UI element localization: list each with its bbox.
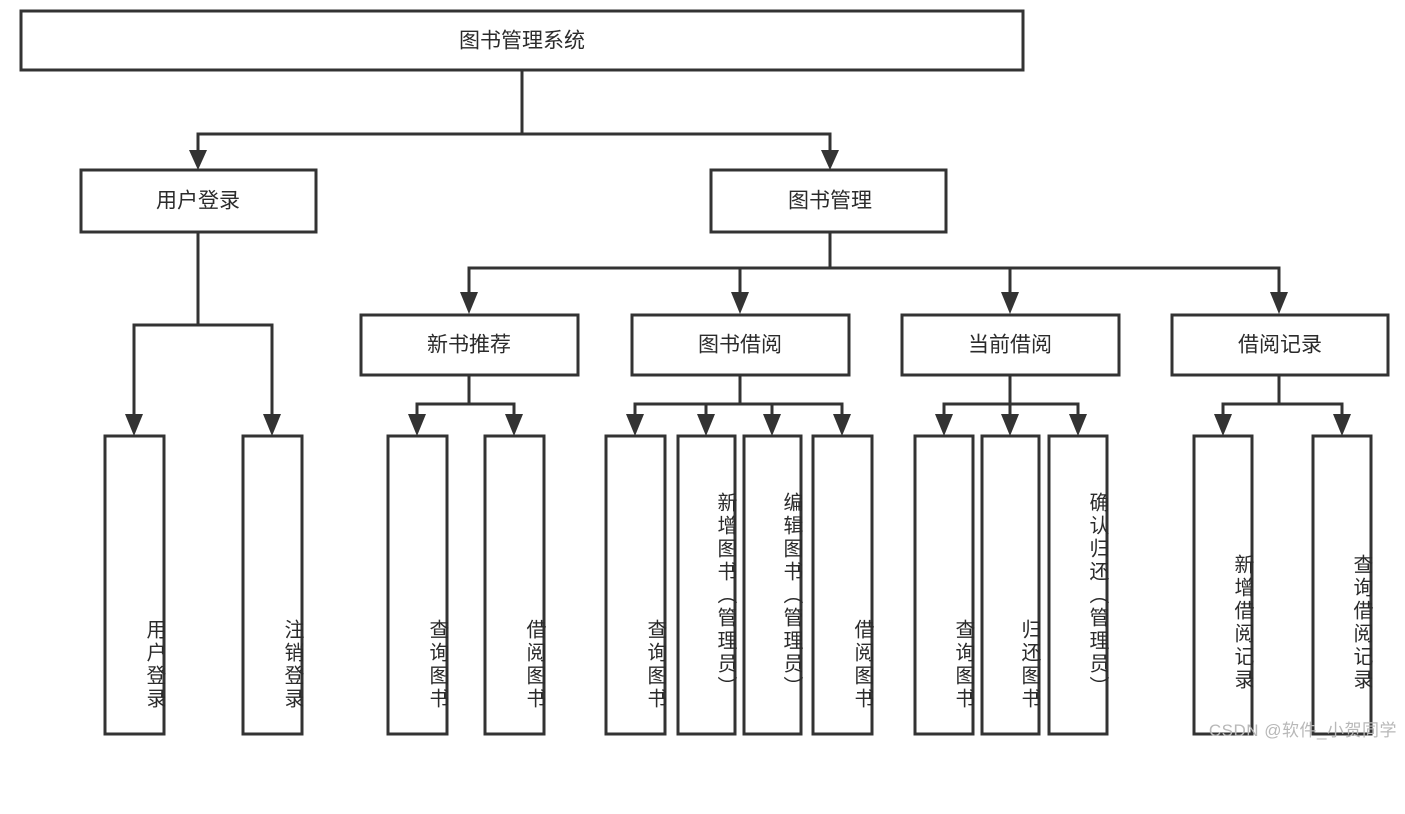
arrow-leaf-user-login [125, 414, 143, 436]
node-leaf-add-record-box[interactable] [1192, 434, 1254, 736]
csdn-watermark: CSDN @软件_小贺同学 [1208, 721, 1397, 740]
arrow-leaf-logout-login [263, 414, 281, 436]
arrow-book-management [821, 150, 839, 170]
node-new-book-recommend-label: 新书推荐 [427, 334, 511, 357]
arrow-leaf-add-book [697, 414, 715, 436]
node-book-management-box[interactable] [709, 168, 948, 234]
arrow-leaf-add-record [1214, 414, 1232, 436]
node-borrow-record-label: 借阅记录 [1238, 334, 1322, 357]
node-leaf-borrow-book-1-box[interactable] [483, 434, 546, 736]
node-book-borrow[interactable]: 图书借阅 [630, 313, 851, 377]
arrow-leaf-return-book [1001, 414, 1019, 436]
node-user-login-label: 用户登录 [156, 190, 240, 213]
node-leaf-borrow-book-2-box[interactable] [811, 434, 874, 736]
connector-group-current-borrow-children [935, 373, 1087, 436]
node-leaf-user-login-box[interactable] [103, 434, 166, 736]
node-leaf-logout-login-box[interactable] [241, 434, 304, 736]
arrow-borrow-record [1270, 292, 1288, 314]
node-book-borrow-box[interactable] [630, 313, 851, 377]
arrow-leaf-borrow-book-1 [505, 414, 523, 436]
arrow-new-book-recommend [460, 292, 478, 314]
arrow-leaf-edit-book [763, 414, 781, 436]
connector-group-book-management-children [460, 230, 1288, 314]
connector-group-borrow-record-children [1214, 373, 1351, 436]
node-book-management-label: 图书管理 [788, 190, 872, 213]
node-root-label: 图书管理系统 [459, 30, 585, 53]
node-leaf-edit-book-box[interactable] [742, 434, 803, 736]
node-leaf-query-record-box[interactable] [1311, 434, 1373, 736]
node-root[interactable]: 图书管理系统 [19, 9, 1025, 72]
node-user-login[interactable]: 用户登录 [79, 168, 318, 234]
node-leaf-query-book-1-box[interactable] [386, 434, 449, 736]
arrow-user-login [189, 150, 207, 170]
node-leaf-query-book-2-box[interactable] [604, 434, 667, 736]
arrow-current-borrow [1001, 292, 1019, 314]
node-book-borrow-label: 图书借阅 [698, 334, 782, 357]
diagram-canvas: 图书管理系统 用户登录 图书管理 新书推荐 图书借阅 当前借阅 借阅记录 [19, 9, 1397, 740]
node-leaf-query-book-3-box[interactable] [913, 434, 975, 736]
node-leaf-add-book-box[interactable] [676, 434, 737, 736]
connector-group-book-borrow-children [626, 373, 851, 436]
node-leaf-return-book-box[interactable] [980, 434, 1041, 736]
node-user-login-box[interactable] [79, 168, 318, 234]
connector-group-new-book-recommend-children [408, 373, 523, 436]
tree-diagram-svg: 图书管理系统 用户登录 图书管理 新书推荐 图书借阅 当前借阅 借阅记录 [19, 9, 1390, 736]
arrow-leaf-query-record [1333, 414, 1351, 436]
node-borrow-record-box[interactable] [1170, 313, 1390, 377]
arrow-leaf-confirm-return [1069, 414, 1087, 436]
node-new-book-recommend[interactable]: 新书推荐 [359, 313, 580, 377]
node-root-box[interactable] [19, 9, 1025, 72]
node-current-borrow-box[interactable] [900, 313, 1121, 377]
node-leaf-confirm-return-box[interactable] [1047, 434, 1109, 736]
arrow-leaf-borrow-book-2 [833, 414, 851, 436]
node-current-borrow-label: 当前借阅 [968, 334, 1052, 357]
arrow-leaf-query-book-3 [935, 414, 953, 436]
node-book-management[interactable]: 图书管理 [709, 168, 948, 234]
arrow-leaf-query-book-1 [408, 414, 426, 436]
node-borrow-record[interactable]: 借阅记录 [1170, 313, 1390, 377]
arrow-book-borrow [731, 292, 749, 314]
connector-group-root-to-level2 [189, 68, 839, 170]
node-new-book-recommend-box[interactable] [359, 313, 580, 377]
connector-group-user-login-children [125, 230, 281, 436]
arrow-leaf-query-book-2 [626, 414, 644, 436]
node-current-borrow[interactable]: 当前借阅 [900, 313, 1121, 377]
